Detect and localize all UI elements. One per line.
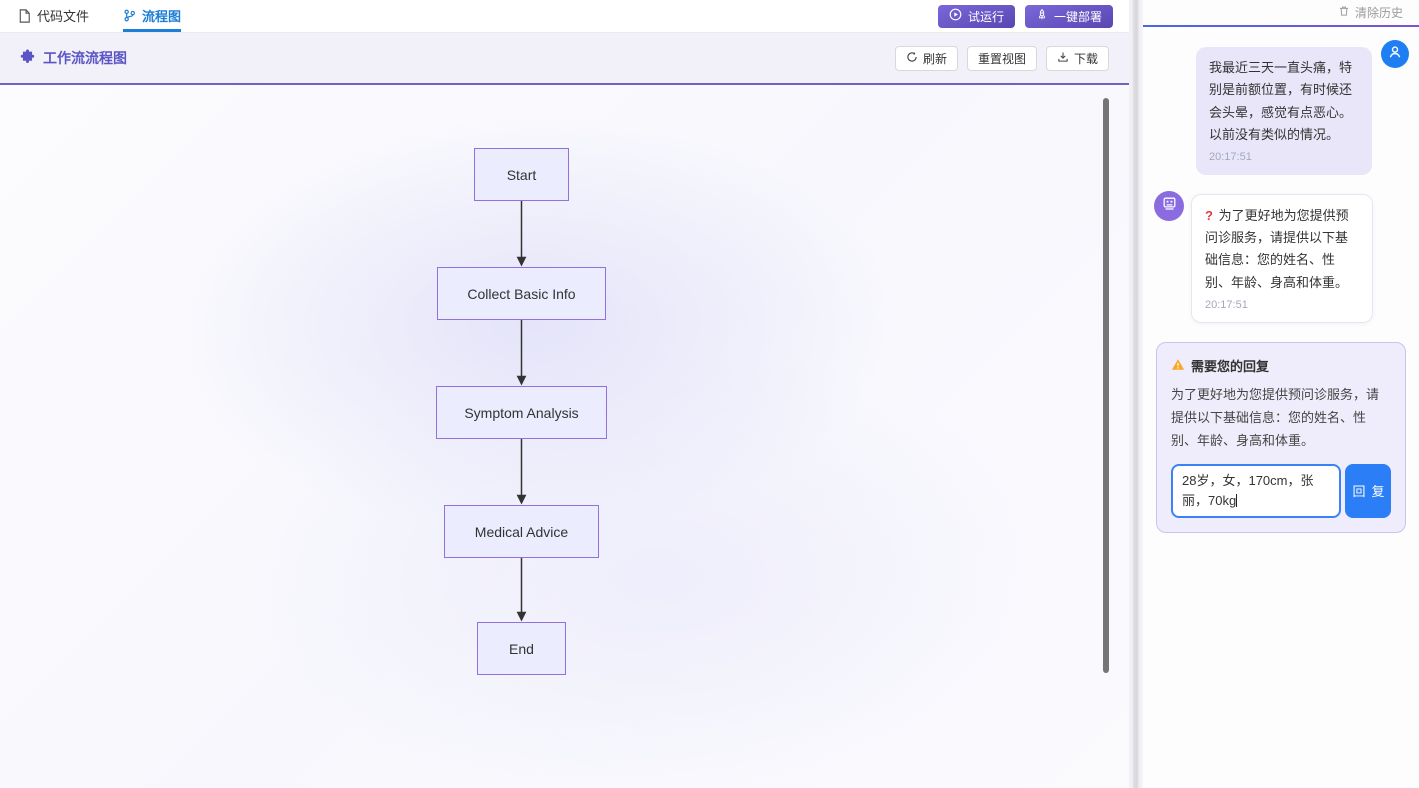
reply-submit-button[interactable]: 回复 [1345, 463, 1391, 518]
tab-bar: 代码文件 流程图 试运行 一键部署 [0, 0, 1129, 33]
red-question-icon: ? [1205, 207, 1213, 223]
canvas-scrollbar[interactable] [1103, 98, 1109, 673]
flow-node-end: End [477, 622, 566, 675]
branch-icon [123, 9, 136, 22]
flow-node-start: Start [474, 148, 569, 201]
message-timestamp: 20:17:51 [1209, 151, 1252, 164]
tab-label: 流程图 [142, 9, 182, 24]
reply-input[interactable]: 28岁，女，170cm，张丽，70kg [1171, 463, 1341, 518]
rocket-icon [1036, 8, 1048, 24]
download-icon [1057, 51, 1069, 66]
clear-history-button[interactable]: 清除历史 [1338, 4, 1403, 21]
assistant-message-text: ? 为了更好地为您提供预问诊服务，请提供以下基础信息：您的姓名、性别、年龄、身高… [1205, 207, 1349, 290]
panel-resize-divider[interactable] [1129, 0, 1143, 788]
tab-code-files[interactable]: 代码文件 [18, 0, 89, 32]
warning-icon [1171, 358, 1185, 374]
flow-node-collect-basic-info: Collect Basic Info [437, 267, 606, 320]
user-message-text: 我最近三天一直头痛，特别是前额位置，有时候还会头晕，感觉有点恶心。以前没有类似的… [1209, 60, 1353, 143]
reply-card-body: 为了更好地为您提供预问诊服务，请提供以下基础信息：您的姓名、性别、年龄、身高和体… [1171, 387, 1380, 448]
main-panel: 代码文件 流程图 试运行 一键部署 [0, 0, 1129, 788]
toolbar-actions: 刷新 重置视图 下载 [894, 45, 1109, 71]
flow-node-symptom-analysis: Symptom Analysis [436, 386, 607, 439]
text-caret [1236, 493, 1238, 507]
tab-label: 代码文件 [37, 9, 90, 24]
file-icon [18, 8, 31, 23]
user-avatar [1381, 40, 1409, 68]
assistant-message-row: ? 为了更好地为您提供预问诊服务，请提供以下基础信息：您的姓名、性别、年龄、身高… [1154, 190, 1409, 324]
refresh-icon [906, 51, 918, 66]
reset-view-button[interactable]: 重置视图 [966, 45, 1037, 71]
puzzle-icon [20, 49, 35, 67]
user-message-bubble: 我最近三天一直头痛，特别是前额位置，有时候还会头晕，感觉有点恶心。以前没有类似的… [1196, 47, 1372, 175]
reply-card-title: 需要您的回复 [1171, 356, 1391, 375]
person-icon [1387, 44, 1403, 65]
run-button[interactable]: 试运行 [937, 4, 1015, 28]
refresh-button[interactable]: 刷新 [894, 45, 958, 71]
chat-panel: 清除历史 我最近三天一直头痛，特别是前额位置，有时候还会头晕，感觉有点恶心。以前… [1143, 0, 1419, 788]
user-message-row: 我最近三天一直头痛，特别是前额位置，有时候还会头晕，感觉有点恶心。以前没有类似的… [1154, 40, 1409, 175]
flowchart-toolbar: 工作流流程图 刷新 重置视图 下载 [0, 33, 1129, 85]
reply-input-row: 28岁，女，170cm，张丽，70kg 回复 [1171, 463, 1391, 518]
robot-icon [1161, 195, 1178, 217]
tab-flowchart[interactable]: 流程图 [123, 0, 182, 32]
assistant-message-bubble: ? 为了更好地为您提供预问诊服务，请提供以下基础信息：您的姓名、性别、年龄、身高… [1191, 193, 1373, 324]
reply-required-card: 需要您的回复 为了更好地为您提供预问诊服务，请提供以下基础信息：您的姓名、性别、… [1156, 342, 1406, 533]
message-timestamp: 20:17:51 [1205, 299, 1248, 312]
toolbar-title: 工作流流程图 [20, 48, 127, 68]
flow-node-medical-advice: Medical Advice [444, 505, 599, 558]
assistant-avatar [1154, 190, 1184, 221]
chat-header: 清除历史 [1143, 0, 1419, 27]
chat-message-list: 我最近三天一直头痛，特别是前额位置，有时候还会头晕，感觉有点恶心。以前没有类似的… [1143, 27, 1419, 788]
tab-actions: 试运行 一键部署 [937, 0, 1129, 32]
trash-icon [1338, 5, 1350, 20]
play-circle-icon [949, 8, 962, 24]
download-button[interactable]: 下载 [1045, 45, 1109, 71]
deploy-button[interactable]: 一键部署 [1024, 4, 1113, 28]
